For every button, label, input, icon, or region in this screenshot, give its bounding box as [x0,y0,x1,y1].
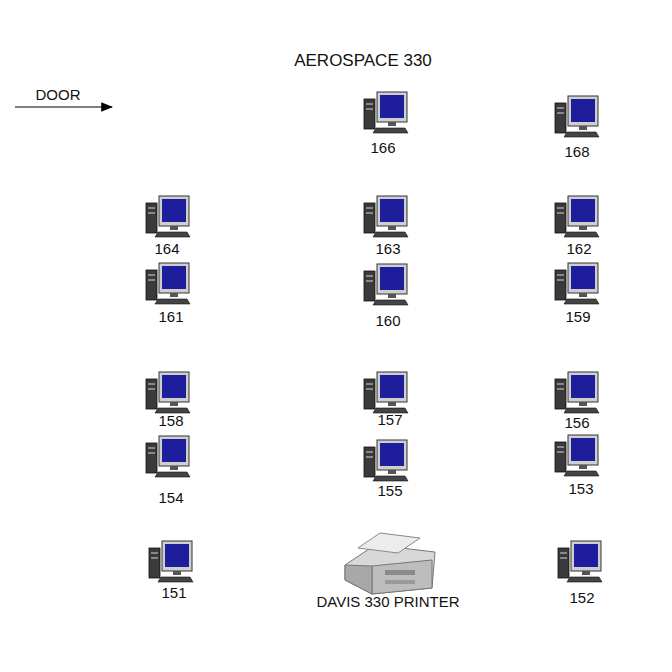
computer-icon [558,541,602,582]
station-label: 159 [565,309,590,326]
station-label: 164 [154,241,179,258]
station-label: 151 [161,585,186,602]
computer-icon [364,372,408,413]
station-label: 168 [564,144,589,161]
computer-icon [555,435,599,476]
station-label: 153 [568,481,593,498]
computer-icon [555,372,599,413]
station-label: 162 [566,241,591,258]
station-label: 155 [377,483,402,500]
computer-icon [555,196,599,237]
station-label: 160 [375,313,400,330]
station-label: 154 [158,490,183,507]
computer-icon [555,263,599,304]
printer-icon [345,533,435,594]
computer-icon [149,541,193,582]
computer-icon [555,96,599,137]
station-label: 163 [375,241,400,258]
computer-icon [146,263,190,304]
station-label: 157 [377,412,402,429]
computer-icon [146,196,190,237]
door-arrow [15,106,112,107]
computer-icon [364,440,408,481]
computer-icon [364,92,408,133]
computer-icon [364,196,408,237]
computer-icon [146,436,190,477]
station-label: 156 [564,415,589,432]
station-label: 152 [569,590,594,607]
station-label: DOOR [36,87,81,104]
station-label: 166 [370,140,395,157]
computer-icon [146,372,190,413]
station-label: 158 [158,413,183,430]
room-title: AEROSPACE 330 [294,52,432,71]
station-label: 161 [158,309,183,326]
station-label: DAVIS 330 PRINTER [316,594,459,611]
computer-icon [364,264,408,305]
